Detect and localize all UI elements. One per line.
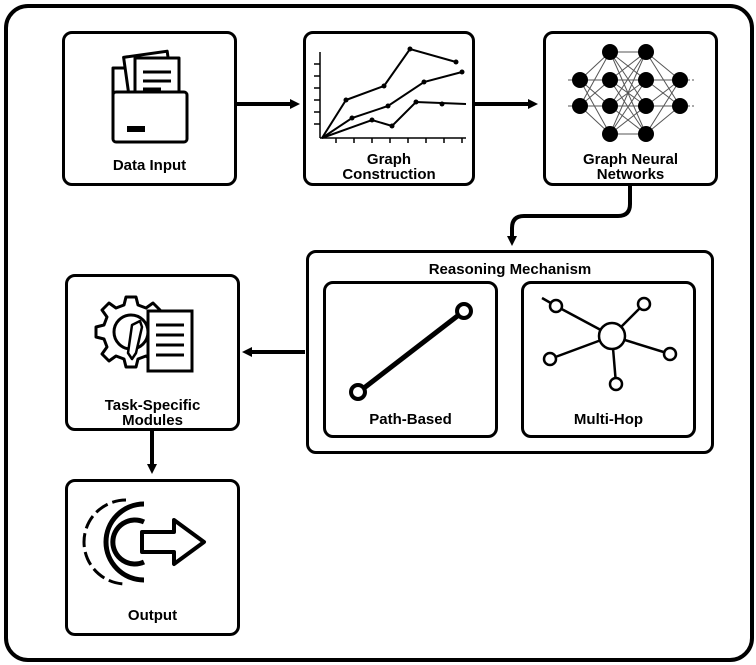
task-specific-modules-node: Task-Specific Modules: [65, 274, 240, 431]
gear-document-icon: [68, 277, 237, 428]
line-graph-icon: [306, 34, 472, 183]
gnn-label: Graph Neural Networks: [582, 151, 679, 183]
data-input-node: Data Input: [62, 31, 237, 186]
path-based-node: Path-Based: [323, 281, 498, 438]
path-based-label: Path-Based: [369, 411, 452, 428]
gnn-node: Graph Neural Networks: [543, 31, 718, 186]
output-label: Output: [127, 607, 178, 624]
multi-hop-node: Multi-Hop: [521, 281, 696, 438]
graph-construction-label: Graph Construction: [342, 151, 436, 183]
neural-network-icon: [546, 34, 715, 183]
multi-hop-label: Multi-Hop: [573, 411, 644, 428]
data-input-label: Data Input: [112, 157, 187, 174]
reasoning-mechanism-title: Reasoning Mechanism: [428, 261, 592, 278]
folder-documents-icon: [65, 34, 234, 183]
hub-graph-icon: [524, 284, 693, 435]
graph-construction-node: Graph Construction: [303, 31, 475, 186]
path-link-icon: [326, 284, 495, 435]
task-specific-modules-label: Task-Specific Modules: [104, 397, 201, 429]
gear-arrow-output-icon: [68, 482, 237, 633]
output-node: Output: [65, 479, 240, 636]
